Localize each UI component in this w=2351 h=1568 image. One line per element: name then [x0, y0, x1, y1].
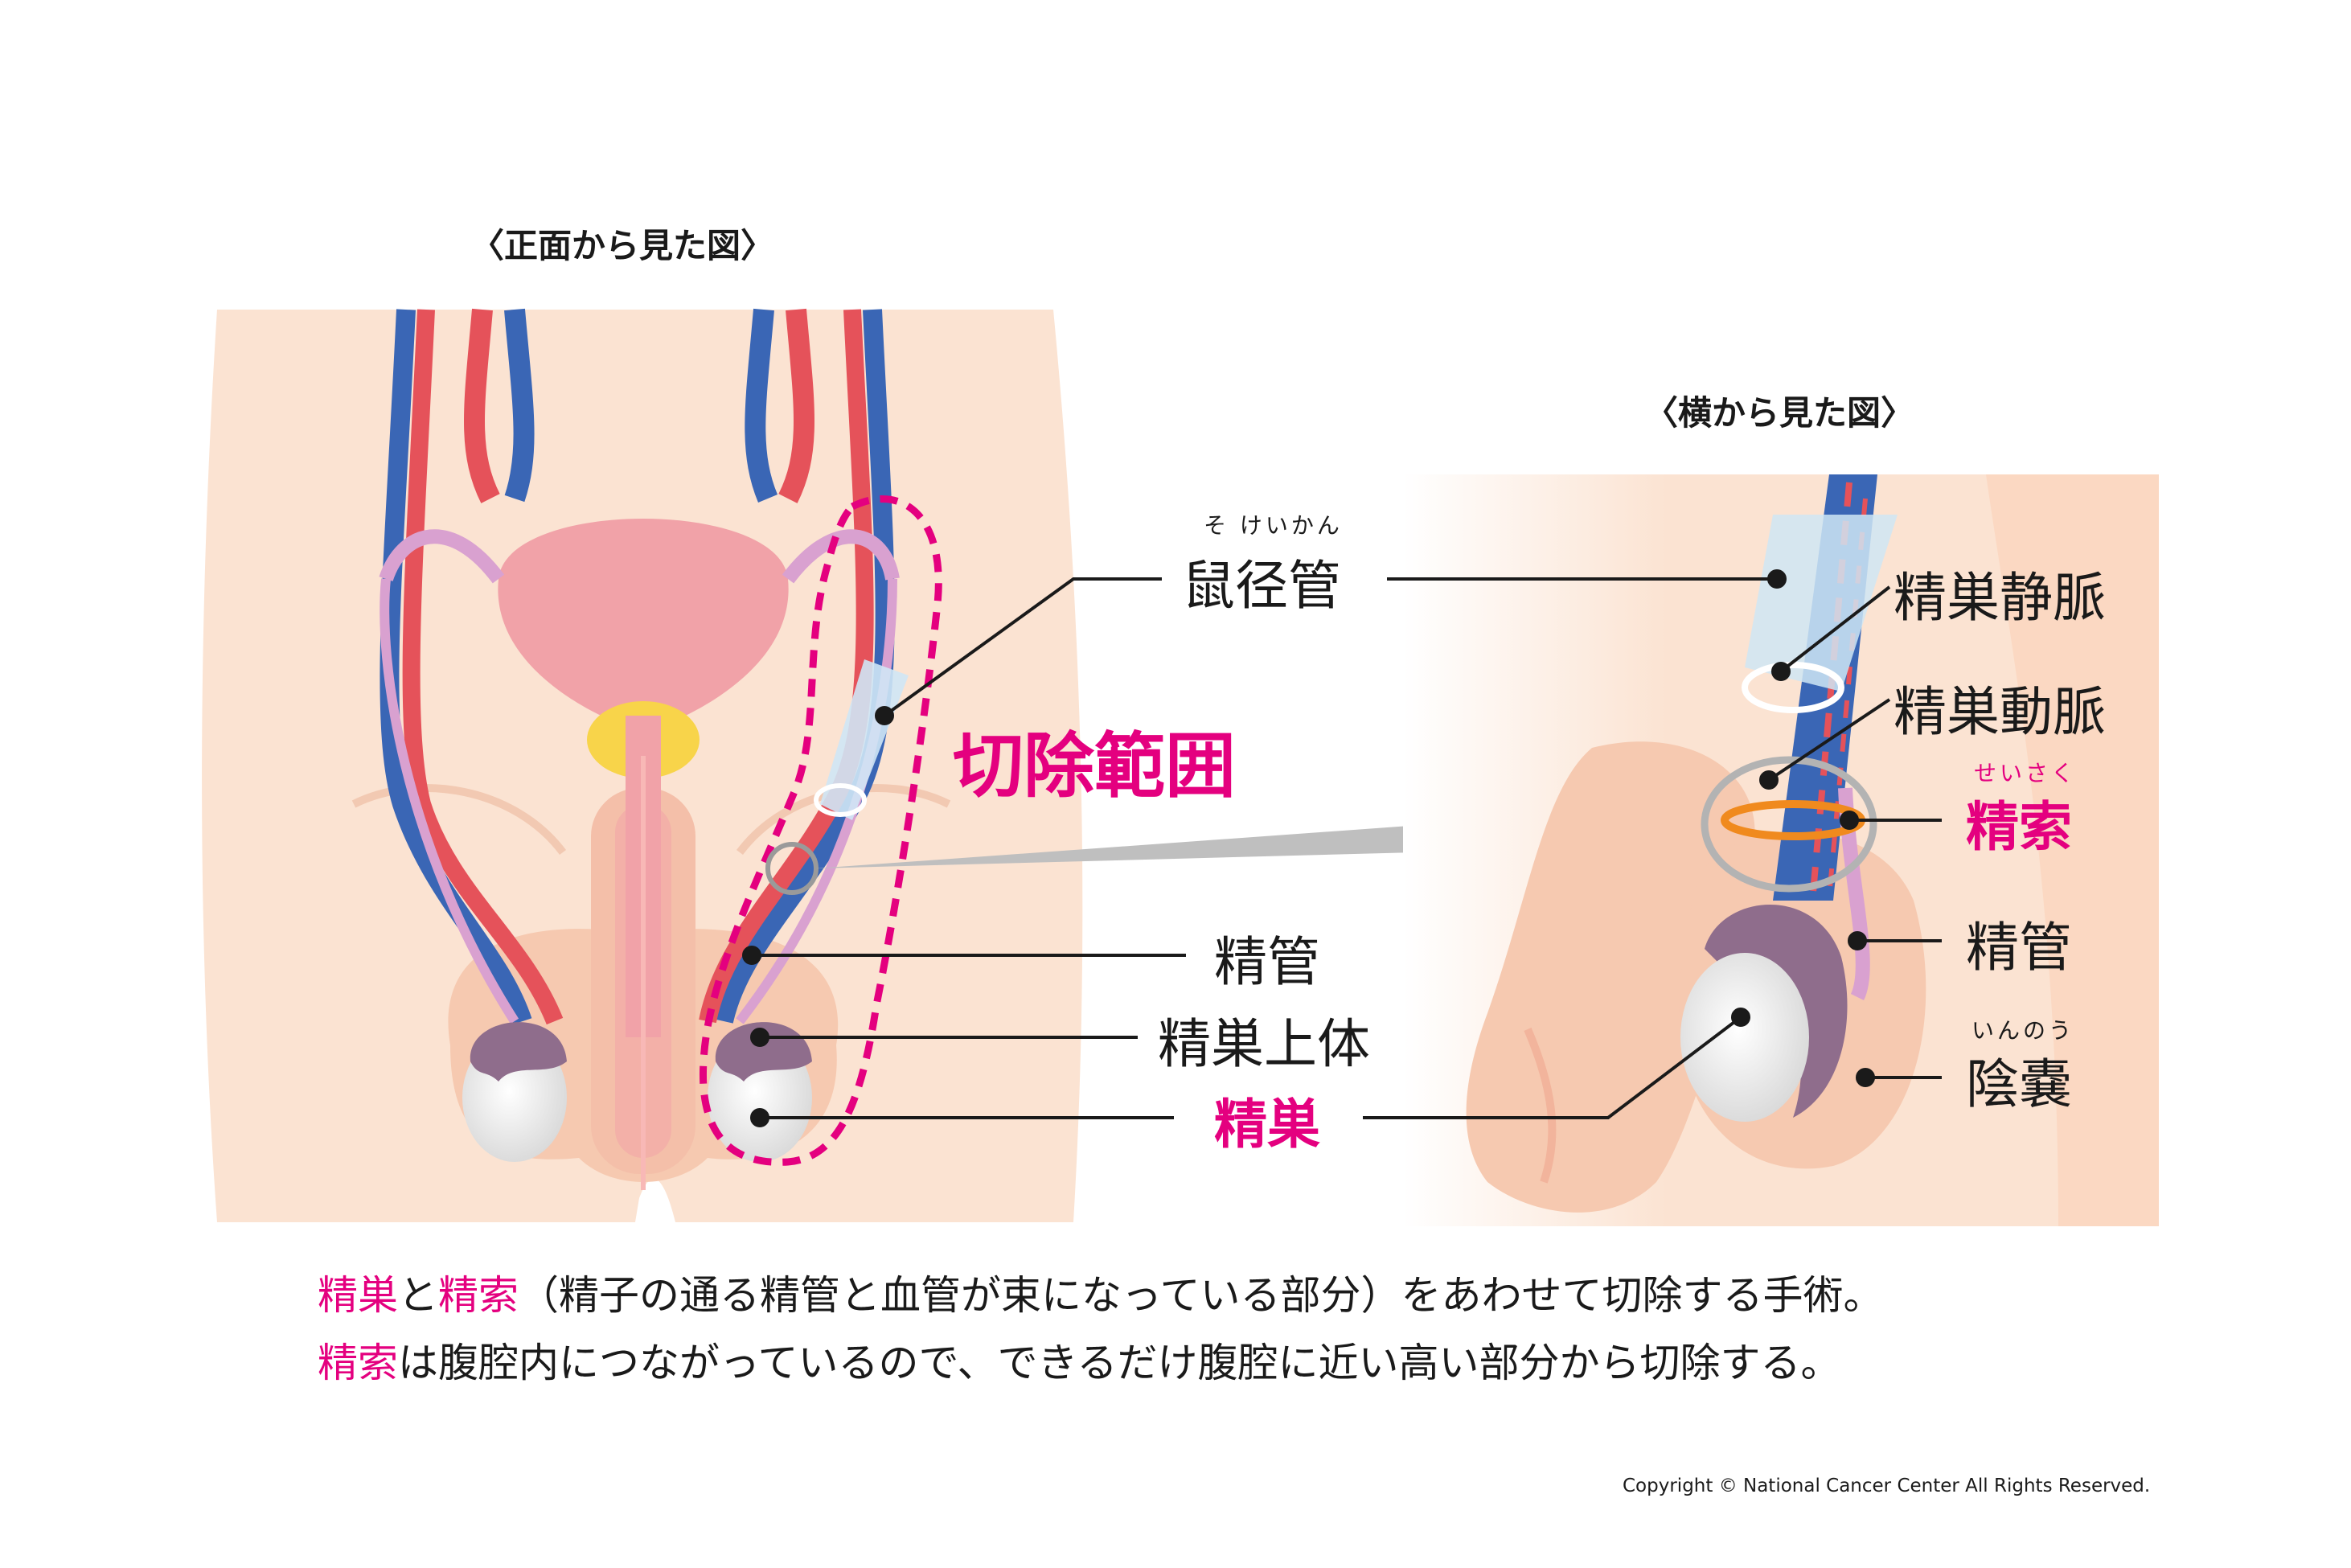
leader-lines: [742, 569, 1942, 1127]
side-inguinal-canal: [1745, 515, 1898, 692]
caption-line-1: 精巣と精索（精子の通る精管と血管が束になっている部分）をあわせて切除する手術。: [318, 1269, 1884, 1322]
copyright-notice: Copyright © National Cancer Center All R…: [1623, 1476, 2151, 1496]
side-view-illustration: [1403, 474, 2159, 1226]
caption-line-2: 精索は腹腔内につながっているので、できるだけ腹腔に近い高い部分から切除する。: [318, 1336, 1841, 1389]
spermatic-cord-label: 精索: [1966, 796, 2072, 858]
caption-spermatic-cord-2: 精索: [318, 1340, 398, 1386]
caption-line2-rest: は腹腔内につながっているので、できるだけ腹腔に近い高い部分から切除する。: [398, 1340, 1841, 1386]
caption-testis: 精巣: [318, 1272, 398, 1319]
caption-line1-rest: （精子の通る精管と血管が束になっている部分）をあわせて切除する手術。: [519, 1272, 1884, 1319]
bladder: [498, 519, 789, 756]
front-inguinal-canal: [820, 659, 909, 820]
resection-range-label: 切除範囲: [953, 724, 1237, 807]
testis-label: 精巣: [1214, 1094, 1320, 1155]
vas-deferens-label: 精管: [1214, 931, 1320, 993]
caption-spermatic-cord: 精索: [438, 1272, 519, 1319]
scrotum-label: 陰嚢: [1966, 1053, 2072, 1115]
side-vas-deferens-label: 精管: [1966, 917, 2072, 979]
epididymis-label: 精巣上体: [1158, 1013, 1370, 1075]
front-epididymis-left: [470, 1022, 567, 1082]
side-cord-marker: [1701, 756, 1877, 893]
inguinal-canal-reading: そ けいかん: [1204, 512, 1343, 539]
caption-and: と: [398, 1272, 438, 1319]
spermatic-cord-reading: せいさく: [1974, 760, 2078, 786]
inguinal-canal-label: 鼠径管: [1182, 555, 1341, 617]
side-penis: [1466, 741, 1755, 1213]
side-testis: [1680, 953, 1809, 1122]
testicular-artery-label: 精巣動脈: [1894, 681, 2106, 743]
front-view-illustration: [202, 308, 1083, 1222]
resection-range-outline: [699, 495, 942, 1166]
testicular-vein-label: 精巣静脈: [1894, 567, 2106, 629]
front-view-heading: 〈正面から見た図〉: [470, 226, 775, 265]
side-view-heading: 〈横から見た図〉: [1644, 393, 1915, 433]
scrotum-reading: いんのう: [1971, 1017, 2075, 1044]
